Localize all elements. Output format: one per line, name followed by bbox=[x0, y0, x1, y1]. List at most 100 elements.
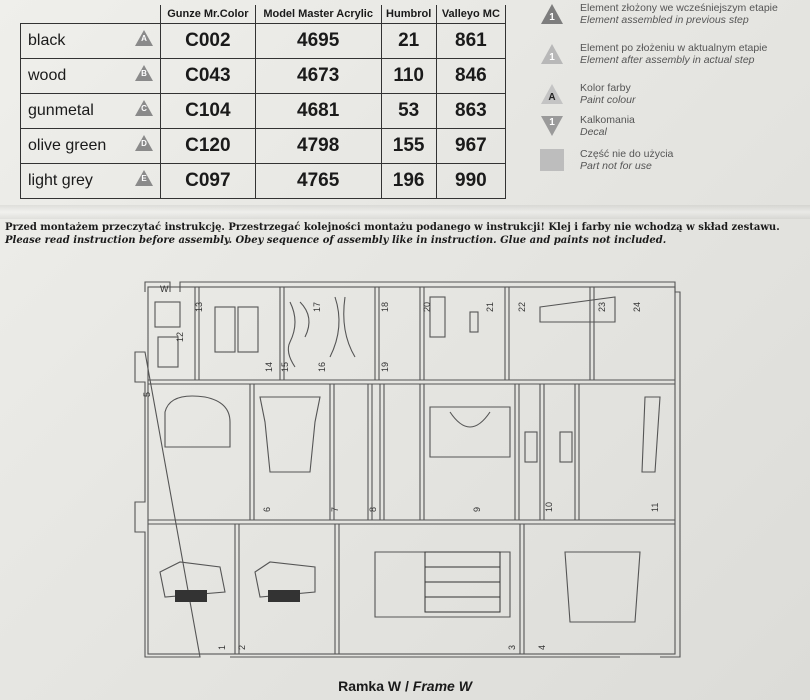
grey-square-icon bbox=[540, 148, 564, 172]
part-number: 19 bbox=[380, 362, 390, 372]
part-number: 10 bbox=[544, 502, 554, 512]
vallejo-code: 990 bbox=[435, 163, 507, 199]
paint-code-badge: D bbox=[141, 139, 147, 148]
paint-code-badge: B bbox=[141, 69, 147, 78]
gunze-code: C104 bbox=[160, 93, 256, 129]
model-master-code: 4681 bbox=[254, 93, 382, 129]
legend-polish: Element złożony we wcześniejszym etapie bbox=[580, 2, 778, 14]
part-number: 7 bbox=[330, 507, 340, 512]
paint-code-cell: C bbox=[128, 93, 161, 129]
part-number: 22 bbox=[517, 302, 527, 312]
part-number: 17 bbox=[312, 302, 322, 312]
part-number: 20 bbox=[422, 302, 432, 312]
triangle-down-decal-icon: 1 bbox=[540, 114, 564, 138]
humbrol-code: 196 bbox=[380, 163, 437, 199]
frame-letter: W bbox=[160, 284, 169, 294]
paint-code-badge: C bbox=[141, 104, 147, 113]
vallejo-code: 863 bbox=[435, 93, 507, 129]
vallejo-code: 861 bbox=[435, 23, 507, 59]
gunze-code: C120 bbox=[160, 128, 256, 164]
humbrol-code: 110 bbox=[380, 58, 437, 94]
part-number: 2 bbox=[237, 645, 247, 650]
triangle-up-dark-icon: 1 bbox=[540, 2, 564, 26]
legend-symbol: 1 bbox=[549, 12, 555, 23]
part-number: 1 bbox=[217, 645, 227, 650]
part-number: 12 bbox=[175, 332, 185, 342]
paint-table: Gunze Mr.Color Model Master Acrylic Humb… bbox=[20, 5, 507, 199]
legend-polish: Część nie do użycia bbox=[580, 148, 674, 160]
paint-triangle-icon: A bbox=[134, 29, 154, 47]
paper-fold bbox=[0, 205, 810, 219]
legend-symbol: A bbox=[548, 92, 556, 103]
humbrol-code: 21 bbox=[380, 23, 437, 59]
paint-triangle-icon: C bbox=[134, 99, 154, 117]
part-number: 14 bbox=[264, 362, 274, 372]
header-model-master: Model Master Acrylic bbox=[254, 5, 382, 24]
legend-english: Paint colour bbox=[580, 94, 636, 106]
humbrol-code: 155 bbox=[380, 128, 437, 164]
frame-title: Ramka W / Frame W bbox=[0, 678, 810, 694]
legend-english: Element after assembly in actual step bbox=[580, 54, 755, 66]
gunze-code: C097 bbox=[160, 163, 256, 199]
frame-title-polish: Ramka W / bbox=[338, 678, 409, 694]
part-number: 18 bbox=[380, 302, 390, 312]
header-vallejo: Valleyo MC bbox=[435, 5, 507, 24]
triangle-up-paint-icon: A bbox=[540, 82, 564, 106]
legend-polish: Kalkomania bbox=[580, 114, 635, 126]
paint-triangle-icon: E bbox=[134, 169, 154, 187]
part-number: 24 bbox=[632, 302, 642, 312]
paint-code-cell: D bbox=[128, 128, 161, 164]
paint-name: black bbox=[20, 23, 128, 59]
legend-polish: Element po złożeniu w aktualnym etapie bbox=[580, 42, 768, 54]
paint-triangle-icon: B bbox=[134, 64, 154, 82]
model-master-code: 4673 bbox=[254, 58, 382, 94]
model-master-code: 4695 bbox=[254, 23, 382, 59]
paint-name: light grey bbox=[20, 163, 128, 199]
paint-triangle-icon: D bbox=[134, 134, 154, 152]
paint-code-cell: A bbox=[128, 23, 161, 59]
model-master-code: 4798 bbox=[254, 128, 382, 164]
legend-english: Element assembled in previous step bbox=[580, 14, 749, 26]
humbrol-code: 53 bbox=[380, 93, 437, 129]
paint-table-header: Gunze Mr.Color Model Master Acrylic Humb… bbox=[20, 5, 507, 24]
paint-code-cell: B bbox=[128, 58, 161, 94]
part-number: 4 bbox=[537, 645, 547, 650]
part-number: 23 bbox=[597, 302, 607, 312]
part-number: 3 bbox=[507, 645, 517, 650]
legend-english: Decal bbox=[580, 126, 607, 138]
legend-symbol: 1 bbox=[549, 117, 555, 128]
legend-english: Part not for use bbox=[580, 160, 652, 172]
instruction-english: Please read instruction before assembly.… bbox=[5, 234, 667, 246]
paint-name: wood bbox=[20, 58, 128, 94]
header-gunze: Gunze Mr.Color bbox=[160, 5, 256, 24]
paint-name: gunmetal bbox=[20, 93, 128, 129]
part-number: 8 bbox=[368, 507, 378, 512]
part-number: 21 bbox=[485, 302, 495, 312]
part-number: 9 bbox=[472, 507, 482, 512]
paint-name: olive green bbox=[20, 128, 128, 164]
gunze-code: C002 bbox=[160, 23, 256, 59]
gunze-code: C043 bbox=[160, 58, 256, 94]
part-number: 6 bbox=[262, 507, 272, 512]
paint-code-cell: E bbox=[128, 163, 161, 199]
vallejo-code: 846 bbox=[435, 58, 507, 94]
legend-symbol: 1 bbox=[549, 52, 555, 63]
blank-header bbox=[20, 5, 161, 24]
vallejo-code: 967 bbox=[435, 128, 507, 164]
paint-code-badge: E bbox=[141, 174, 147, 183]
triangle-up-light-icon: 1 bbox=[540, 42, 564, 66]
legend-polish: Kolor farby bbox=[580, 82, 631, 94]
part-number: 5 bbox=[142, 392, 152, 397]
